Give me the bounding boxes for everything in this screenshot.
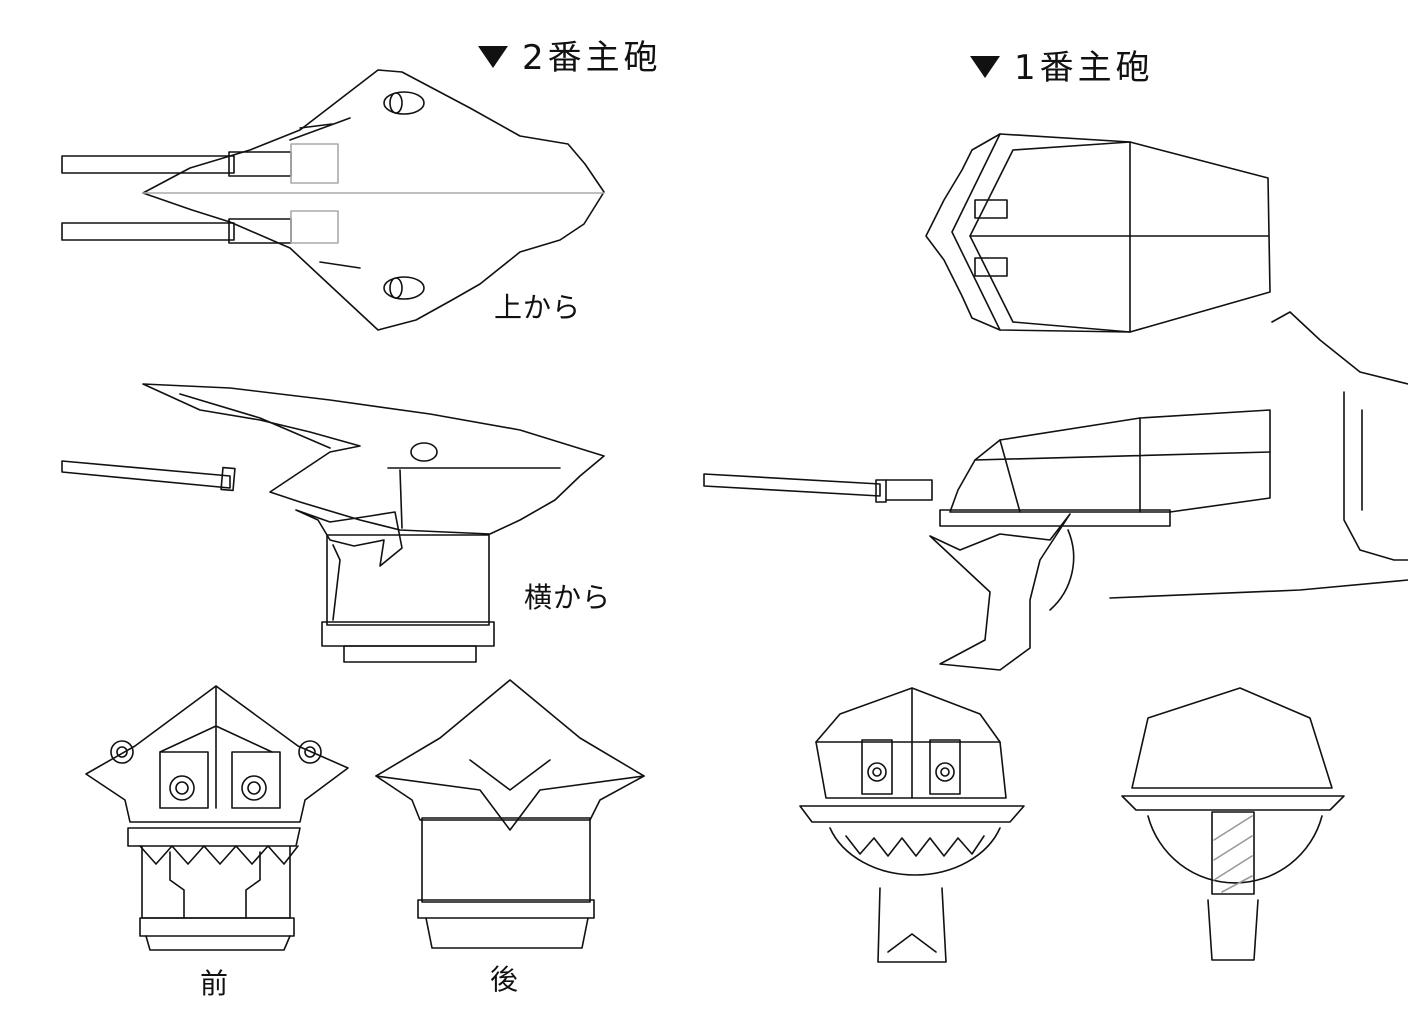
turret1-side-barrel — [704, 474, 880, 496]
turret2-front-body-lines — [170, 852, 260, 918]
down-triangle-icon — [478, 45, 508, 68]
turret2-front-gun-ports — [160, 752, 280, 808]
turret1-side-view — [704, 410, 1270, 670]
hull-fragment-bulkhead — [1344, 392, 1408, 560]
turret1-back-stem — [1208, 900, 1258, 960]
turret2-heading: 2番主砲 — [478, 30, 662, 79]
turret2-side-barrel — [62, 461, 230, 488]
turret1-front-stem-notch — [888, 934, 936, 952]
turret2-side-view — [62, 384, 604, 662]
turret1-front-collar — [800, 806, 1024, 822]
turret1-front-view — [800, 688, 1024, 962]
turret2-top-view — [62, 70, 604, 330]
turret2-front-view-label: 前 — [200, 967, 230, 1000]
turret1-back-collar — [1122, 796, 1344, 810]
turret2-side-hull-edges — [180, 394, 560, 528]
turret1-back-dome — [1148, 816, 1322, 883]
turret1-side-hull-edges — [975, 418, 1270, 512]
turret2-side-eye — [411, 443, 437, 461]
turret2-side-hull — [143, 384, 604, 534]
down-triangle-icon — [970, 55, 1000, 78]
turret1-top-view — [926, 134, 1270, 332]
turret1-front-teeth — [846, 836, 984, 856]
turret1-top-hull-facets — [952, 134, 1130, 332]
turret1-side-barrel-sleeve — [886, 480, 932, 500]
turret1-side-barbette — [1050, 530, 1074, 610]
turret2-top-barrels — [62, 144, 338, 243]
turret2-back-body — [422, 818, 590, 902]
turret2-top-eye-upper — [384, 92, 424, 114]
turret1-back-roof — [1132, 688, 1332, 788]
turret2-back-ring — [418, 900, 594, 918]
turret2-front-ring — [140, 918, 294, 936]
turret1-top-hatch-upper — [975, 200, 1007, 218]
turret2-back-roof — [376, 680, 644, 820]
turret2-top-view-label: 上から — [494, 291, 582, 324]
turret1-back-panel — [1212, 812, 1254, 894]
turret2-side-foot — [344, 646, 476, 662]
turret2-side-barrel-ring — [221, 468, 235, 491]
turret2-back-foot — [426, 918, 588, 948]
turret2-top-hull — [143, 70, 604, 330]
turret1-top-hatch-lower — [975, 258, 1007, 276]
hull-fragment — [1110, 312, 1408, 598]
turret2-front-teeth — [140, 846, 298, 864]
turret2-back-view-label: 後 — [490, 963, 520, 996]
turret1-front-roof — [816, 688, 1006, 798]
turret1-heading-text: 1番主砲 — [1014, 48, 1154, 88]
turret2-front-body — [142, 846, 290, 918]
turret1-top-hull — [926, 134, 1270, 332]
turret2-side-view-label: 横から — [524, 581, 612, 614]
turret2-side-base — [327, 535, 489, 625]
turret2-side-teeth — [296, 510, 402, 566]
turret2-front-jaw — [128, 828, 300, 846]
turret2-back-view — [376, 680, 644, 948]
turret2-back-roof-edges — [376, 760, 644, 830]
turret1-front-roof-edges — [816, 688, 1000, 798]
turret1-back-panel-hatch — [1214, 816, 1252, 892]
turret1-side-barrel-ring — [876, 480, 886, 502]
turret2-front-roof — [86, 686, 348, 822]
turret2-front-eyes — [111, 741, 321, 763]
turret1-side-deck — [940, 510, 1170, 526]
turret1-front-gun-ports — [862, 740, 960, 794]
turret1-side-jaw — [930, 514, 1070, 670]
turret2-front-roof-edges — [160, 686, 272, 808]
turret1-side-hull — [950, 410, 1270, 512]
turret1-heading: 1番主砲 — [970, 40, 1154, 89]
turret1-front-stem — [878, 888, 946, 962]
turret2-top-eye-lower — [384, 277, 424, 299]
turret1-back-view — [1122, 688, 1344, 960]
turret2-side-base-step — [333, 545, 340, 620]
hull-fragment-upper-curve — [1272, 312, 1408, 384]
turret2-heading-text: 2番主砲 — [522, 38, 662, 78]
turret1-front-jaw — [830, 828, 1000, 875]
hull-fragment-deck-line — [1110, 580, 1408, 598]
turret2-front-foot — [146, 936, 290, 950]
turret2-front-view — [86, 686, 348, 950]
turret2-top-fins — [290, 118, 360, 268]
